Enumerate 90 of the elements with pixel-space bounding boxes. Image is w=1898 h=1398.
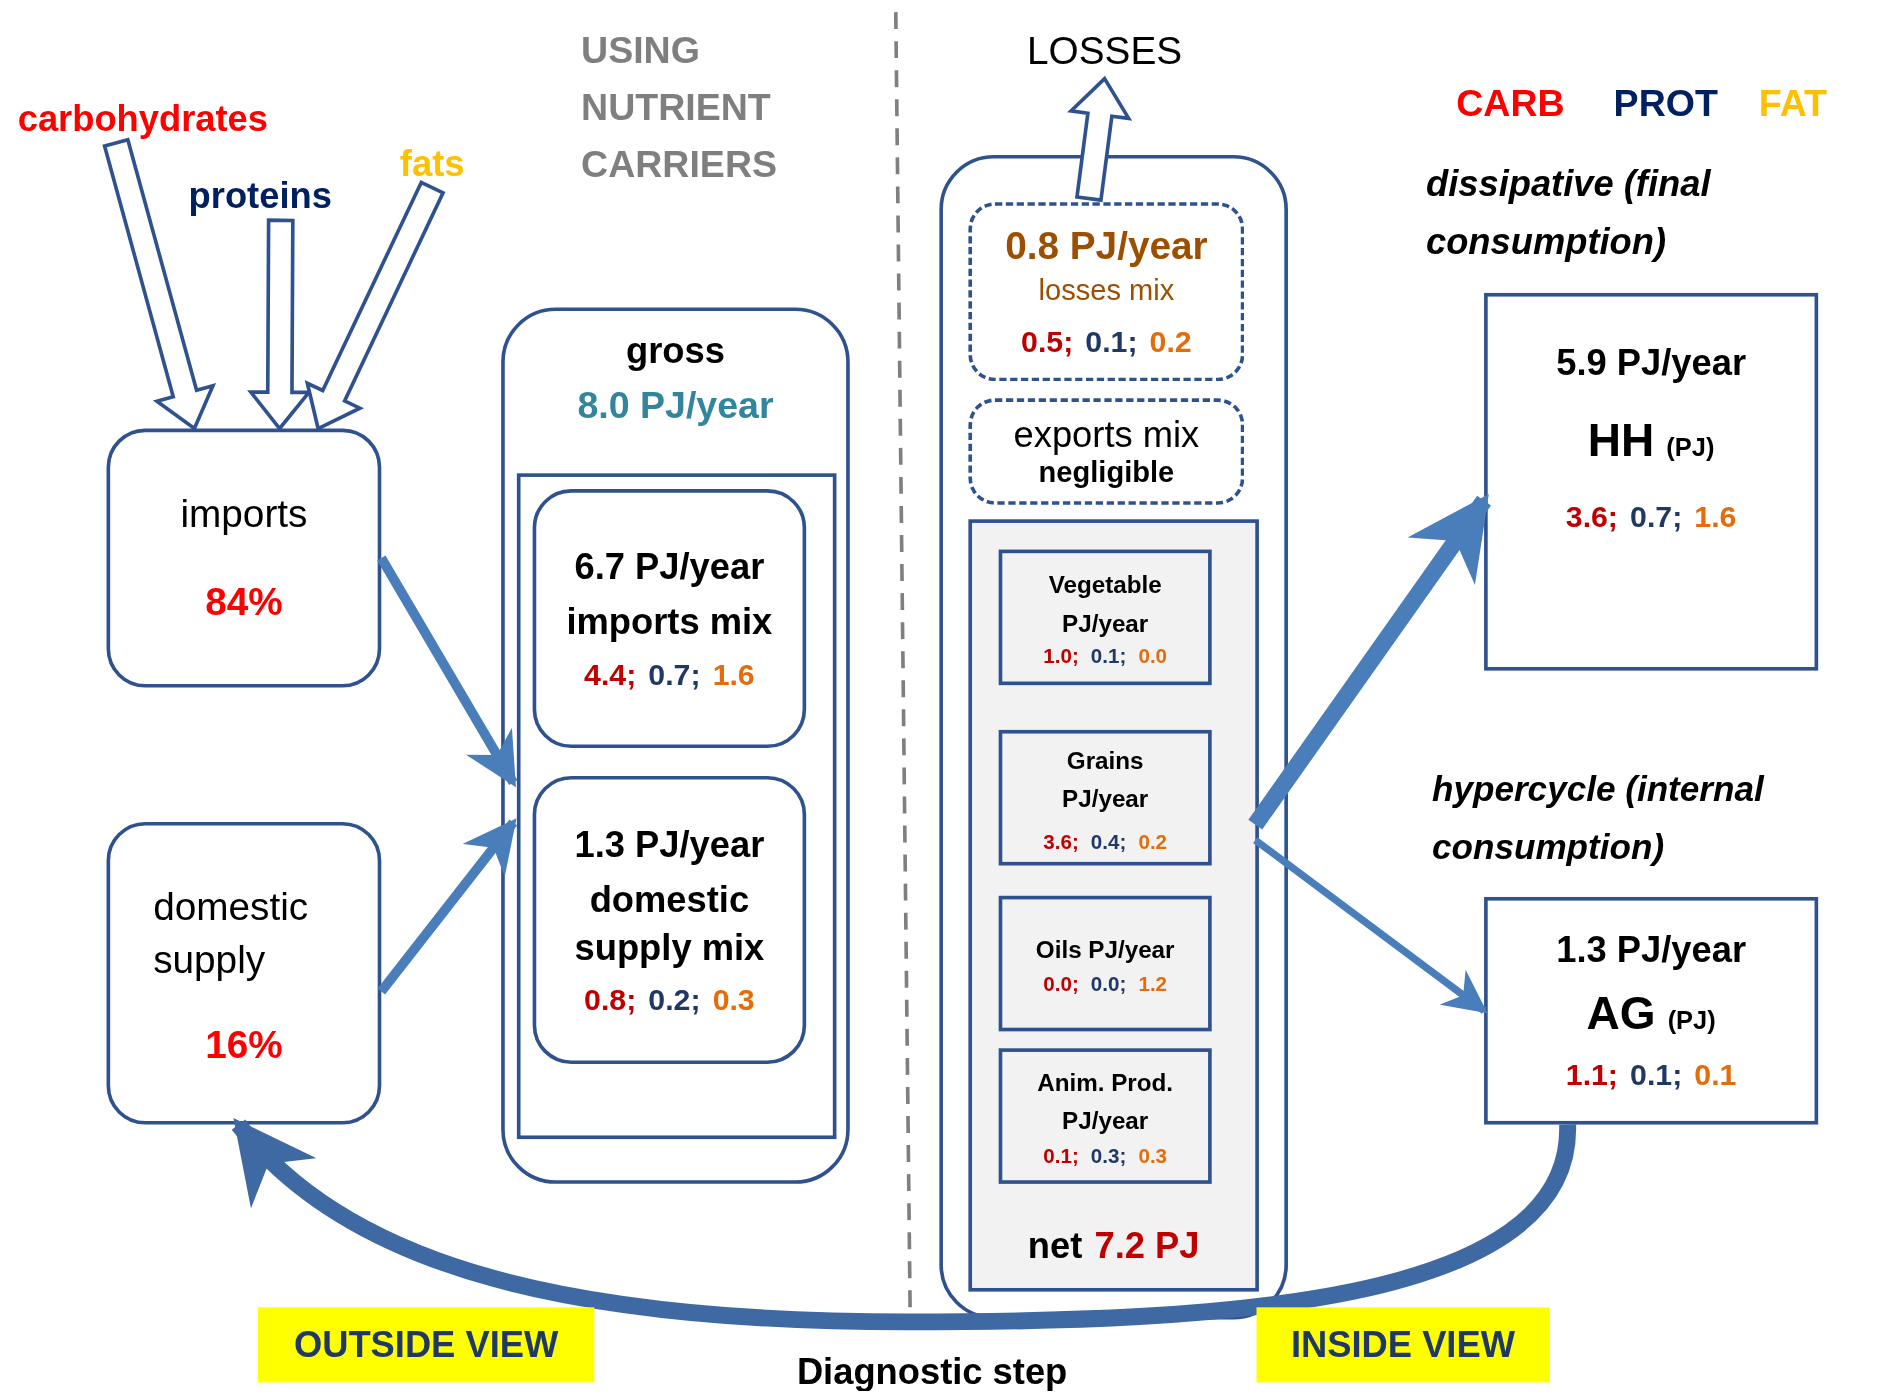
container-box: [516, 473, 837, 1140]
carb-value: 0.0;: [1043, 973, 1079, 998]
percentage: 16%: [205, 1022, 283, 1068]
category-box: [998, 1048, 1212, 1184]
carbohydrates-label: carbohydrates: [17, 98, 268, 140]
carb-value: 0.1;: [1043, 1145, 1079, 1170]
fat-value: 1.2: [1138, 973, 1168, 998]
category-box: [998, 549, 1212, 686]
dashed-box: [968, 202, 1245, 382]
fat-value: 0.1: [1694, 1056, 1737, 1092]
carb-value: 1.0;: [1043, 645, 1079, 670]
category-title: Oils PJ/year: [1034, 934, 1176, 965]
fat-value: 1.6: [712, 656, 755, 692]
unit-label: (PJ): [1667, 1005, 1716, 1035]
rounded-box: [532, 775, 807, 1065]
box-title: gross: [626, 330, 725, 372]
rounded-box: [106, 428, 382, 688]
rounded-box: [106, 821, 382, 1125]
arrow: [377, 555, 518, 788]
dashed-box: [968, 398, 1245, 505]
box-title: imports: [180, 491, 308, 537]
panel: [968, 519, 1259, 1292]
fat-value: 0.2: [1138, 830, 1168, 855]
carb-value: 0.5;: [1021, 324, 1074, 360]
energy-value: 5.9 PJ/year: [1556, 342, 1746, 384]
fat-value: 0.2: [1149, 324, 1192, 360]
fat-value: 0.3: [1138, 1145, 1168, 1170]
category-box: [998, 729, 1212, 866]
rounded-box: [532, 489, 807, 749]
sector-note: hypercycle (internal consumption): [1432, 768, 1766, 869]
energy-value: 8.0 PJ/year: [577, 383, 774, 428]
view-banner: OUTSIDE VIEW: [257, 1307, 595, 1383]
fat-value: 0.0: [1138, 645, 1168, 670]
fat-value: 1.6: [1694, 498, 1737, 534]
prot-value: 0.1;: [1090, 645, 1127, 670]
arrow: [1248, 493, 1491, 830]
energy-value: 1.3 PJ/year: [1556, 929, 1746, 971]
step-caption: Diagnostic step: [795, 1350, 1069, 1393]
arrow: [1253, 837, 1488, 1014]
fat-value: 0.3: [712, 981, 755, 1017]
rounded-container: [939, 154, 1288, 1320]
sector-code: HH: [1587, 415, 1655, 468]
carb-value: 4.4;: [584, 656, 637, 692]
box-title: domestic supply: [153, 883, 310, 984]
carb-value: 1.1;: [1565, 1056, 1618, 1092]
fats-label: fats: [399, 142, 465, 184]
carb-value: 3.6;: [1565, 498, 1618, 534]
sector-note: dissipative (final consumption): [1425, 162, 1712, 264]
hollow-arrow: [1067, 75, 1133, 203]
category-title: Grains PJ/year: [1061, 745, 1150, 815]
proteins-label: proteins: [188, 175, 332, 217]
category-key: FAT: [1758, 82, 1844, 126]
unit-label: (PJ): [1666, 433, 1715, 463]
curved-arrow: [232, 1118, 1576, 1331]
prot-value: 0.1;: [1085, 324, 1138, 360]
section-heading: USING NUTRIENT CARRIERS: [581, 28, 779, 188]
box-title: losses mix: [1038, 273, 1175, 308]
prot-value: 0.0;: [1090, 973, 1127, 998]
energy-value: 1.3 PJ/year: [574, 823, 765, 865]
category-key: CARB: [1456, 82, 1578, 126]
losses-heading: LOSSES: [1027, 29, 1183, 74]
prot-value: 0.7;: [1630, 498, 1683, 534]
energy-value: 6.7 PJ/year: [574, 545, 765, 587]
energy-value: 7.2 PJ: [1094, 1225, 1200, 1267]
prot-value: 0.2;: [648, 981, 701, 1017]
category-title: Vegetable PJ/year: [1047, 570, 1163, 639]
prot-value: 0.3;: [1090, 1145, 1127, 1170]
energy-value: imports mix: [566, 601, 773, 643]
prot-value: 0.7;: [648, 656, 701, 692]
square-box: [1484, 897, 1819, 1125]
sector-code: AG: [1586, 987, 1656, 1040]
arrow: [377, 818, 518, 995]
category-title: Anim. Prod. PJ/year: [1036, 1067, 1175, 1137]
box-title: net: [1027, 1225, 1083, 1267]
category-box: [998, 895, 1212, 1032]
carb-value: 0.8;: [584, 981, 637, 1017]
hollow-arrow: [102, 137, 217, 432]
view-banner: INSIDE VIEW: [1256, 1307, 1550, 1383]
carb-value: 3.6;: [1043, 830, 1079, 855]
energy-value: 0.8 PJ/year: [1005, 223, 1208, 269]
category-key: PROT: [1613, 82, 1735, 126]
percentage: 84%: [205, 579, 283, 625]
square-box: [1484, 292, 1819, 671]
box-title: exports mix: [1013, 414, 1200, 456]
energy-value: domestic supply mix: [573, 877, 766, 970]
note: negligible: [1038, 455, 1175, 490]
prot-value: 0.4;: [1090, 830, 1127, 855]
prot-value: 0.1;: [1630, 1056, 1683, 1092]
hollow-arrow: [304, 180, 446, 432]
rounded-container: [501, 307, 850, 1184]
